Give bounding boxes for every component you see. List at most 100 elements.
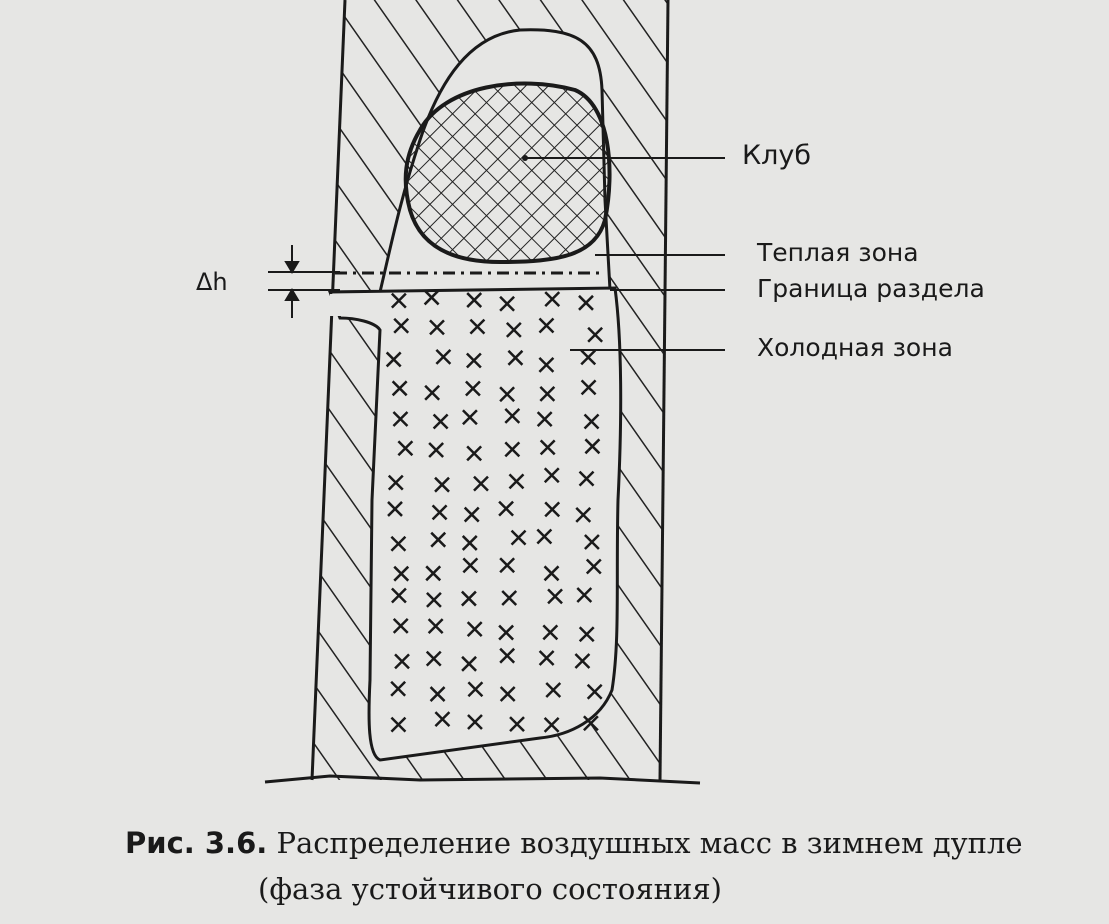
cold-air-mark <box>498 500 514 517</box>
cold-air-mark <box>539 385 556 402</box>
cold-air-mark <box>499 647 516 664</box>
cold-air-mark <box>583 413 600 430</box>
cold-air-mark <box>429 319 445 336</box>
cold-air-mark <box>499 386 515 403</box>
cold-air-mark <box>499 686 516 702</box>
cold-air-mark <box>574 653 591 669</box>
cold-air-mark <box>467 681 484 698</box>
cold-air-mark <box>545 682 562 698</box>
cold-air-mark <box>584 438 601 455</box>
cold-air-mark <box>583 715 599 732</box>
cold-air-mark <box>469 318 486 335</box>
cold-air-mark <box>576 587 593 603</box>
caption-line-2: (фаза устойчивого состояния) <box>258 872 722 906</box>
cold-air-mark <box>508 473 525 490</box>
cold-air-mark <box>424 384 441 401</box>
trunk-right-edge <box>658 0 670 781</box>
cold-air-mark <box>499 557 516 574</box>
cold-air-mark <box>465 352 482 369</box>
cold-air-mark <box>428 442 445 458</box>
label-warm-zone: Теплая зона <box>757 238 919 267</box>
cold-air-mark <box>431 504 448 521</box>
cold-air-mark <box>504 441 521 458</box>
cold-air-mark <box>507 349 524 366</box>
cold-air-mark <box>580 379 597 396</box>
cold-air-mark <box>430 531 447 548</box>
cold-air-mark <box>426 591 442 608</box>
caption-text: Распределение воздушных масс в зимнем ду… <box>276 826 1023 860</box>
cold-air-mark <box>538 650 555 666</box>
cold-air-mark <box>543 717 560 733</box>
cold-air-mark <box>432 413 449 430</box>
cold-air-mark <box>393 565 410 582</box>
cold-air-mark <box>391 587 407 604</box>
cold-air-mark <box>505 321 522 338</box>
cold-air-mark <box>536 528 553 545</box>
cold-air-mark <box>543 467 560 484</box>
cold-air-mark <box>434 476 450 493</box>
cold-air-mark <box>429 686 446 702</box>
cold-air-mark <box>397 440 414 457</box>
cold-air-mark <box>584 534 600 550</box>
cold-air-mark <box>575 507 592 523</box>
cold-air-mark <box>462 557 479 574</box>
cold-air-mark <box>466 445 483 462</box>
cold-air-mark <box>463 506 480 523</box>
cold-air-mark <box>586 683 603 700</box>
cold-air-mark <box>391 380 408 397</box>
club <box>403 81 612 265</box>
cold-air-mark <box>462 409 478 426</box>
cold-air-mark <box>425 650 442 667</box>
cold-air-mark <box>547 588 563 605</box>
caption-line-1: Рис. 3.6. Распределение воздушных масс в… <box>125 826 1023 860</box>
cold-air-mark <box>499 295 515 312</box>
cold-air-mark <box>427 618 444 634</box>
cold-air-mark <box>587 326 604 343</box>
cold-air-mark <box>466 292 483 308</box>
cold-air-mark <box>538 317 555 334</box>
cold-air-mark <box>509 716 525 733</box>
cold-air-mark <box>390 535 407 552</box>
cold-air-mark <box>394 653 410 670</box>
cold-air-mark <box>542 624 559 641</box>
cold-air-mark <box>585 558 602 575</box>
cold-air-mark <box>466 621 483 638</box>
label-boundary: Граница раздела <box>757 274 985 303</box>
cold-air-mark <box>461 590 477 607</box>
cold-air-mark <box>434 711 451 728</box>
cold-air-mark <box>580 349 597 366</box>
cold-air-mark <box>544 291 561 307</box>
cold-air-mark <box>461 535 478 551</box>
cold-air-mark <box>425 565 442 582</box>
cold-air-mark <box>578 294 594 311</box>
cold-air-mark <box>510 529 527 546</box>
cold-air-mark <box>473 475 489 492</box>
cold-air-mark <box>435 349 452 365</box>
cold-air-mark <box>578 470 595 487</box>
cold-air-mark <box>461 655 477 672</box>
cold-air-mark <box>392 617 409 634</box>
cold-air-mark <box>393 317 410 334</box>
ground-line <box>264 774 701 785</box>
cold-air-mark <box>385 351 402 368</box>
caption-number: Рис. 3.6. <box>125 826 268 860</box>
cold-zone <box>327 286 623 762</box>
delta-h-dimension <box>268 245 340 318</box>
cold-air-mark <box>465 380 481 397</box>
label-delta-h: Δh <box>196 268 228 296</box>
cold-air-mark <box>387 474 404 491</box>
cold-air-mark <box>390 292 407 309</box>
cold-air-mark <box>578 626 595 643</box>
cold-air-mark <box>390 680 407 697</box>
trunk-left-edge <box>310 0 347 781</box>
label-cold-zone: Холодная зона <box>757 333 953 362</box>
cold-air-mark <box>543 565 560 582</box>
cold-air-mark <box>538 356 555 373</box>
cold-air-mark <box>392 411 409 427</box>
cold-air-mark <box>536 411 553 428</box>
cold-air-mark <box>504 408 521 424</box>
cold-air-mark <box>501 590 518 606</box>
cold-air-mark <box>390 716 407 733</box>
cold-air-mark <box>423 289 440 306</box>
